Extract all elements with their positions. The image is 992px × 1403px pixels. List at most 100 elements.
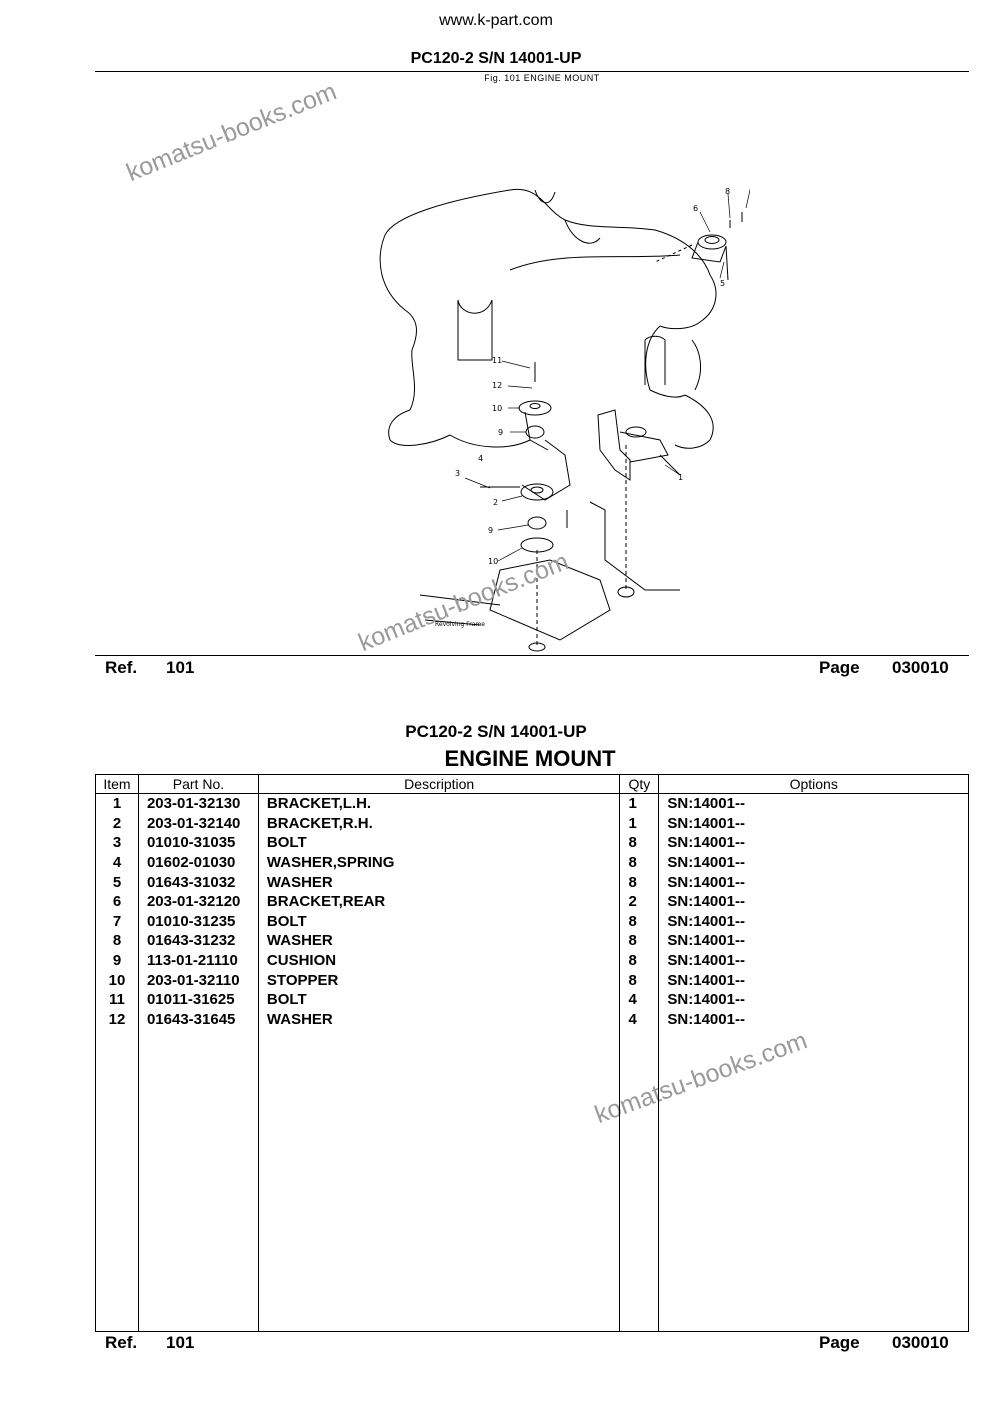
qty-cell: 8 xyxy=(619,872,660,892)
footer-rule-top xyxy=(95,655,969,656)
revolving-frame xyxy=(419,501,680,641)
table-header-row: Item Part No. Description Qty Options xyxy=(95,774,969,794)
item-cell: 12 xyxy=(95,1009,139,1030)
item-cell: 6 xyxy=(95,891,139,912)
options-cell: SN:14001-- xyxy=(658,833,969,853)
callout-1: 1 xyxy=(678,473,683,482)
page-label-bottom: Page xyxy=(819,1333,860,1352)
rear-mount xyxy=(654,212,743,281)
col-header-options: Options xyxy=(658,774,969,794)
callout-9-lower: 9 xyxy=(488,526,493,535)
item-cell: 10 xyxy=(95,970,139,990)
description-cell: BOLT xyxy=(257,989,621,1010)
empty-cell xyxy=(619,1029,660,1333)
description-cell: CUSHION xyxy=(257,950,621,971)
empty-cell xyxy=(658,1029,969,1333)
ref-value-top: 101 xyxy=(166,658,195,677)
callout-3: 3 xyxy=(455,469,460,478)
page-value-top: 030010 xyxy=(892,658,949,677)
item-cell: 9 xyxy=(95,950,139,971)
callout-11: 11 xyxy=(492,356,502,365)
qty-cell: 8 xyxy=(619,950,660,971)
callout-12: 12 xyxy=(492,381,502,390)
section-subtitle: ENGINE MOUNT xyxy=(444,746,616,771)
description-cell: WASHER,SPRING xyxy=(257,852,621,873)
callout-9-upper: 9 xyxy=(498,428,503,437)
options-cell: SN:14001-- xyxy=(658,872,969,892)
callout-10-upper: 10 xyxy=(492,404,502,413)
site-url: www.k-part.com xyxy=(439,12,553,29)
qty-cell: 4 xyxy=(619,1009,660,1030)
callout-8: 8 xyxy=(725,187,730,196)
item-cell: 8 xyxy=(95,931,139,951)
ref-label-top: Ref. xyxy=(105,658,138,677)
item-cell: 11 xyxy=(95,989,139,1010)
header-rule xyxy=(95,71,969,72)
options-cell: SN:14001-- xyxy=(658,911,969,932)
callout-labels: 6 8 7 5 11 12 10 9 4 3 2 9 10 1 Revolvin… xyxy=(435,187,730,628)
item-cell: 5 xyxy=(95,872,139,892)
description-cell: WASHER xyxy=(257,931,621,951)
part-no-cell: 203-01-32120 xyxy=(137,891,259,912)
description-cell: BRACKET,REAR xyxy=(257,891,621,912)
callout-10-lower: 10 xyxy=(488,557,498,566)
qty-cell: 8 xyxy=(619,911,660,932)
description-cell: STOPPER xyxy=(257,970,621,990)
description-cell: WASHER xyxy=(257,1009,621,1030)
qty-cell: 8 xyxy=(619,931,660,951)
description-cell: BOLT xyxy=(257,833,621,853)
qty-cell: 8 xyxy=(619,833,660,853)
qty-cell: 1 xyxy=(619,793,660,814)
options-cell: SN:14001-- xyxy=(658,950,969,971)
empty-cell xyxy=(257,1029,621,1333)
item-cell: 7 xyxy=(95,911,139,932)
item-cell: 1 xyxy=(95,793,139,814)
col-header-item: Item xyxy=(95,774,139,794)
qty-cell: 8 xyxy=(619,970,660,990)
col-header-part-no: Part No. xyxy=(137,774,259,794)
part-no-cell: 01643-31032 xyxy=(137,872,259,892)
description-cell: BRACKET,R.H. xyxy=(257,813,621,834)
options-cell: SN:14001-- xyxy=(658,891,969,912)
options-cell: SN:14001-- xyxy=(658,852,969,873)
description-cell: BOLT xyxy=(257,911,621,932)
callout-leaders xyxy=(464,188,750,562)
ref-label-bottom: Ref. xyxy=(105,1333,138,1352)
options-cell: SN:14001-- xyxy=(658,970,969,990)
right-bracket xyxy=(597,409,681,598)
empty-cell xyxy=(95,1029,139,1333)
item-cell: 3 xyxy=(95,833,139,853)
description-cell: BRACKET,L.H. xyxy=(257,793,621,814)
qty-cell: 4 xyxy=(619,989,660,1010)
col-header-qty: Qty xyxy=(619,774,660,794)
callout-4: 4 xyxy=(478,454,483,463)
engine-outline xyxy=(379,188,717,451)
part-no-cell: 113-01-21110 xyxy=(137,950,259,971)
col-header-description: Description xyxy=(257,774,621,794)
part-no-cell: 01643-31232 xyxy=(137,931,259,951)
page-label-top: Page xyxy=(819,658,860,677)
part-no-cell: 203-01-32110 xyxy=(137,970,259,990)
options-cell: SN:14001-- xyxy=(658,813,969,834)
options-cell: SN:14001-- xyxy=(658,793,969,814)
qty-cell: 1 xyxy=(619,813,660,834)
description-cell: WASHER xyxy=(257,872,621,892)
section-title: PC120-2 S/N 14001-UP xyxy=(405,722,587,741)
part-no-cell: 203-01-32130 xyxy=(137,793,259,814)
table-filler-row xyxy=(95,1029,969,1333)
figure-caption: Fig. 101 ENGINE MOUNT xyxy=(484,73,600,83)
part-no-cell: 01011-31625 xyxy=(137,989,259,1010)
callout-2: 2 xyxy=(493,498,498,507)
